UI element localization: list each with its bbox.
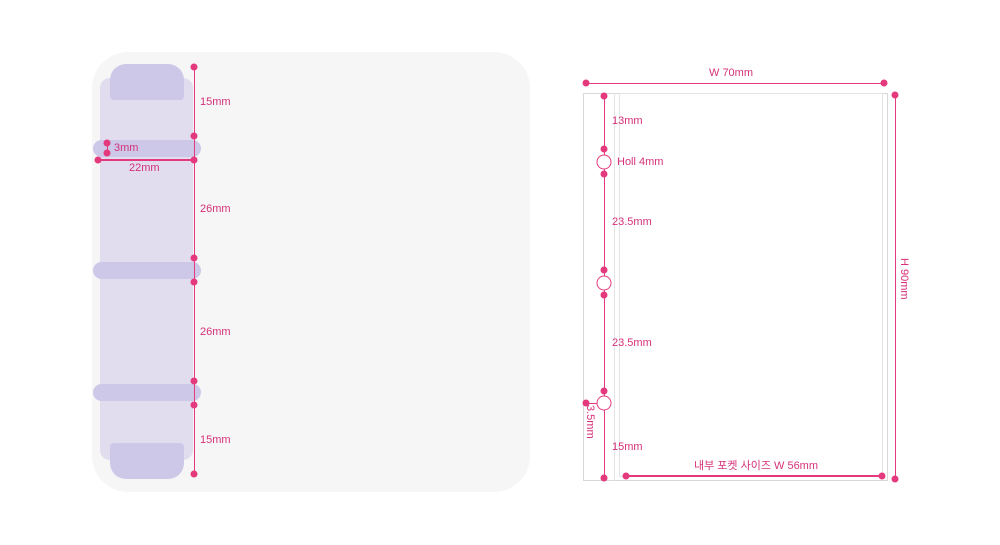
dim-dot: [190, 377, 198, 385]
width-label: W 70mm: [709, 67, 753, 79]
hole-size-label: Holl 4mm: [617, 156, 664, 168]
ring-thickness-line: [106, 143, 108, 153]
dim-dot: [600, 92, 608, 100]
pocket-fold-line: [614, 93, 615, 481]
dim-dot: [600, 387, 608, 395]
height-label: H 90mm: [898, 258, 910, 300]
bottom-margin-label: 15mm: [200, 434, 231, 446]
ring-thickness-label: 3mm: [114, 142, 139, 154]
dim-dot: [103, 149, 111, 157]
hole-offset-line: [586, 402, 597, 404]
hole-offset-label: 3.5mm: [584, 405, 596, 439]
inner-width-line: [626, 475, 882, 477]
dim-dot: [891, 91, 899, 99]
dim-dot: [103, 139, 111, 147]
punch-hole-3: [596, 395, 612, 411]
gap-1-label: 26mm: [200, 203, 231, 215]
height-dimension-line: [894, 95, 896, 479]
dim-dot: [190, 132, 198, 140]
dim-dot: [600, 474, 608, 482]
dim-dot: [600, 145, 608, 153]
dim-dot: [94, 156, 102, 164]
ring-width-line: [98, 159, 194, 161]
inner-width-label: 내부 포켓 사이즈 W 56mm: [694, 460, 819, 472]
binder-ring-1: [93, 140, 201, 157]
top-to-hole-label: 13mm: [612, 115, 643, 127]
dim-dot: [190, 278, 198, 286]
dim-dot: [878, 472, 886, 480]
pocket-inner-sheet: [619, 93, 883, 477]
dim-dot: [190, 470, 198, 478]
binder-dimension-line: [193, 67, 195, 474]
dim-dot: [582, 79, 590, 87]
punch-hole-1: [596, 154, 612, 170]
punch-hole-2: [596, 275, 612, 291]
dim-dot: [600, 266, 608, 274]
dim-dot: [891, 475, 899, 483]
gap-2-label: 26mm: [200, 326, 231, 338]
ring-width-label: 22mm: [129, 162, 160, 174]
hole-gap-2-label: 23.5mm: [612, 337, 652, 349]
binder-top-cap: [110, 64, 184, 100]
dim-dot: [582, 399, 590, 407]
dim-dot: [190, 254, 198, 262]
dim-dot: [880, 79, 888, 87]
dim-dot: [190, 63, 198, 71]
dim-dot: [622, 472, 630, 480]
binder-ring-3: [93, 384, 201, 401]
dim-dot: [190, 156, 198, 164]
binder-ring-2: [93, 262, 201, 279]
dim-dot: [600, 170, 608, 178]
pocket-bottom-margin-label: 15mm: [612, 441, 643, 453]
width-dimension-line: [586, 82, 884, 84]
hole-gap-1-label: 23.5mm: [612, 216, 652, 228]
top-margin-label: 15mm: [200, 96, 231, 108]
dim-dot: [600, 291, 608, 299]
binder-bottom-cap: [110, 443, 184, 479]
dim-dot: [190, 401, 198, 409]
